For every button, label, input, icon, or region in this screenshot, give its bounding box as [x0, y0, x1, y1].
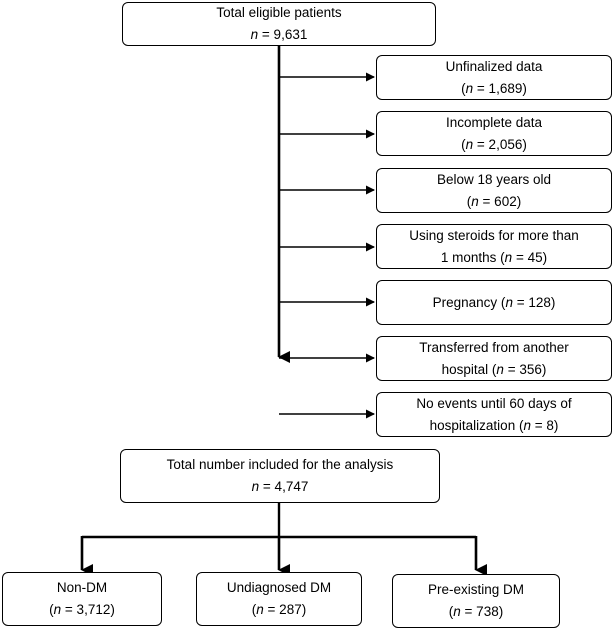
exclusion-label: Unfinalized data — [445, 58, 543, 74]
group-box-undiagnosed-dm: Undiagnosed DM (n = 287) — [196, 572, 362, 626]
exclusion-label: Incomplete data — [445, 114, 543, 130]
exclusion-box-unfinalized: Unfinalized data (n = 1,689) — [376, 55, 612, 100]
total-eligible-count: n = 9,631 — [250, 27, 308, 42]
exclusion-count: hospitalization (n = 8) — [429, 417, 559, 433]
box-total-eligible: Total eligible patients n = 9,631 — [122, 2, 436, 46]
group-box-pre-existing-dm: Pre-existing DM (n = 738) — [392, 574, 560, 628]
exclusion-count: (n = 2,056) — [461, 136, 527, 152]
exclusion-count: hospital (n = 356) — [441, 361, 547, 377]
group-box-non-dm: Non-DM (n = 3,712) — [2, 572, 162, 626]
exclusion-box-no-events: No events until 60 days of hospitalizati… — [376, 392, 612, 437]
exclusion-box-pregnancy: Pregnancy (n = 128) — [376, 280, 612, 325]
group-count: (n = 287) — [251, 602, 307, 617]
exclusion-label: Transferred from another — [419, 339, 569, 355]
group-count: (n = 738) — [448, 604, 504, 619]
group-label: Non-DM — [56, 580, 108, 595]
group-label: Undiagnosed DM — [226, 580, 332, 595]
group-count: (n = 3,712) — [49, 602, 115, 617]
exclusion-label: No events until 60 days of — [416, 395, 572, 411]
group-label: Pre-existing DM — [427, 582, 525, 597]
exclusion-box-transferred: Transferred from another hospital (n = 3… — [376, 336, 612, 381]
exclusion-box-under-18: Below 18 years old (n = 602) — [376, 168, 612, 213]
exclusion-label: Below 18 years old — [436, 171, 552, 187]
exclusion-box-incomplete: Incomplete data (n = 2,056) — [376, 111, 612, 156]
total-eligible-label: Total eligible patients — [216, 5, 342, 20]
included-label: Total number included for the analysis — [166, 457, 394, 472]
box-included-analysis: Total number included for the analysis n… — [120, 449, 440, 503]
exclusion-box-steroids: Using steroids for more than 1 months (n… — [376, 224, 612, 269]
exclusion-count: Pregnancy (n = 128) — [432, 294, 556, 310]
exclusion-count: (n = 1,689) — [461, 80, 527, 96]
exclusion-label: Using steroids for more than — [409, 227, 579, 243]
exclusion-count: 1 months (n = 45) — [440, 249, 548, 265]
included-count: n = 4,747 — [251, 479, 309, 494]
exclusion-count: (n = 602) — [466, 193, 522, 209]
